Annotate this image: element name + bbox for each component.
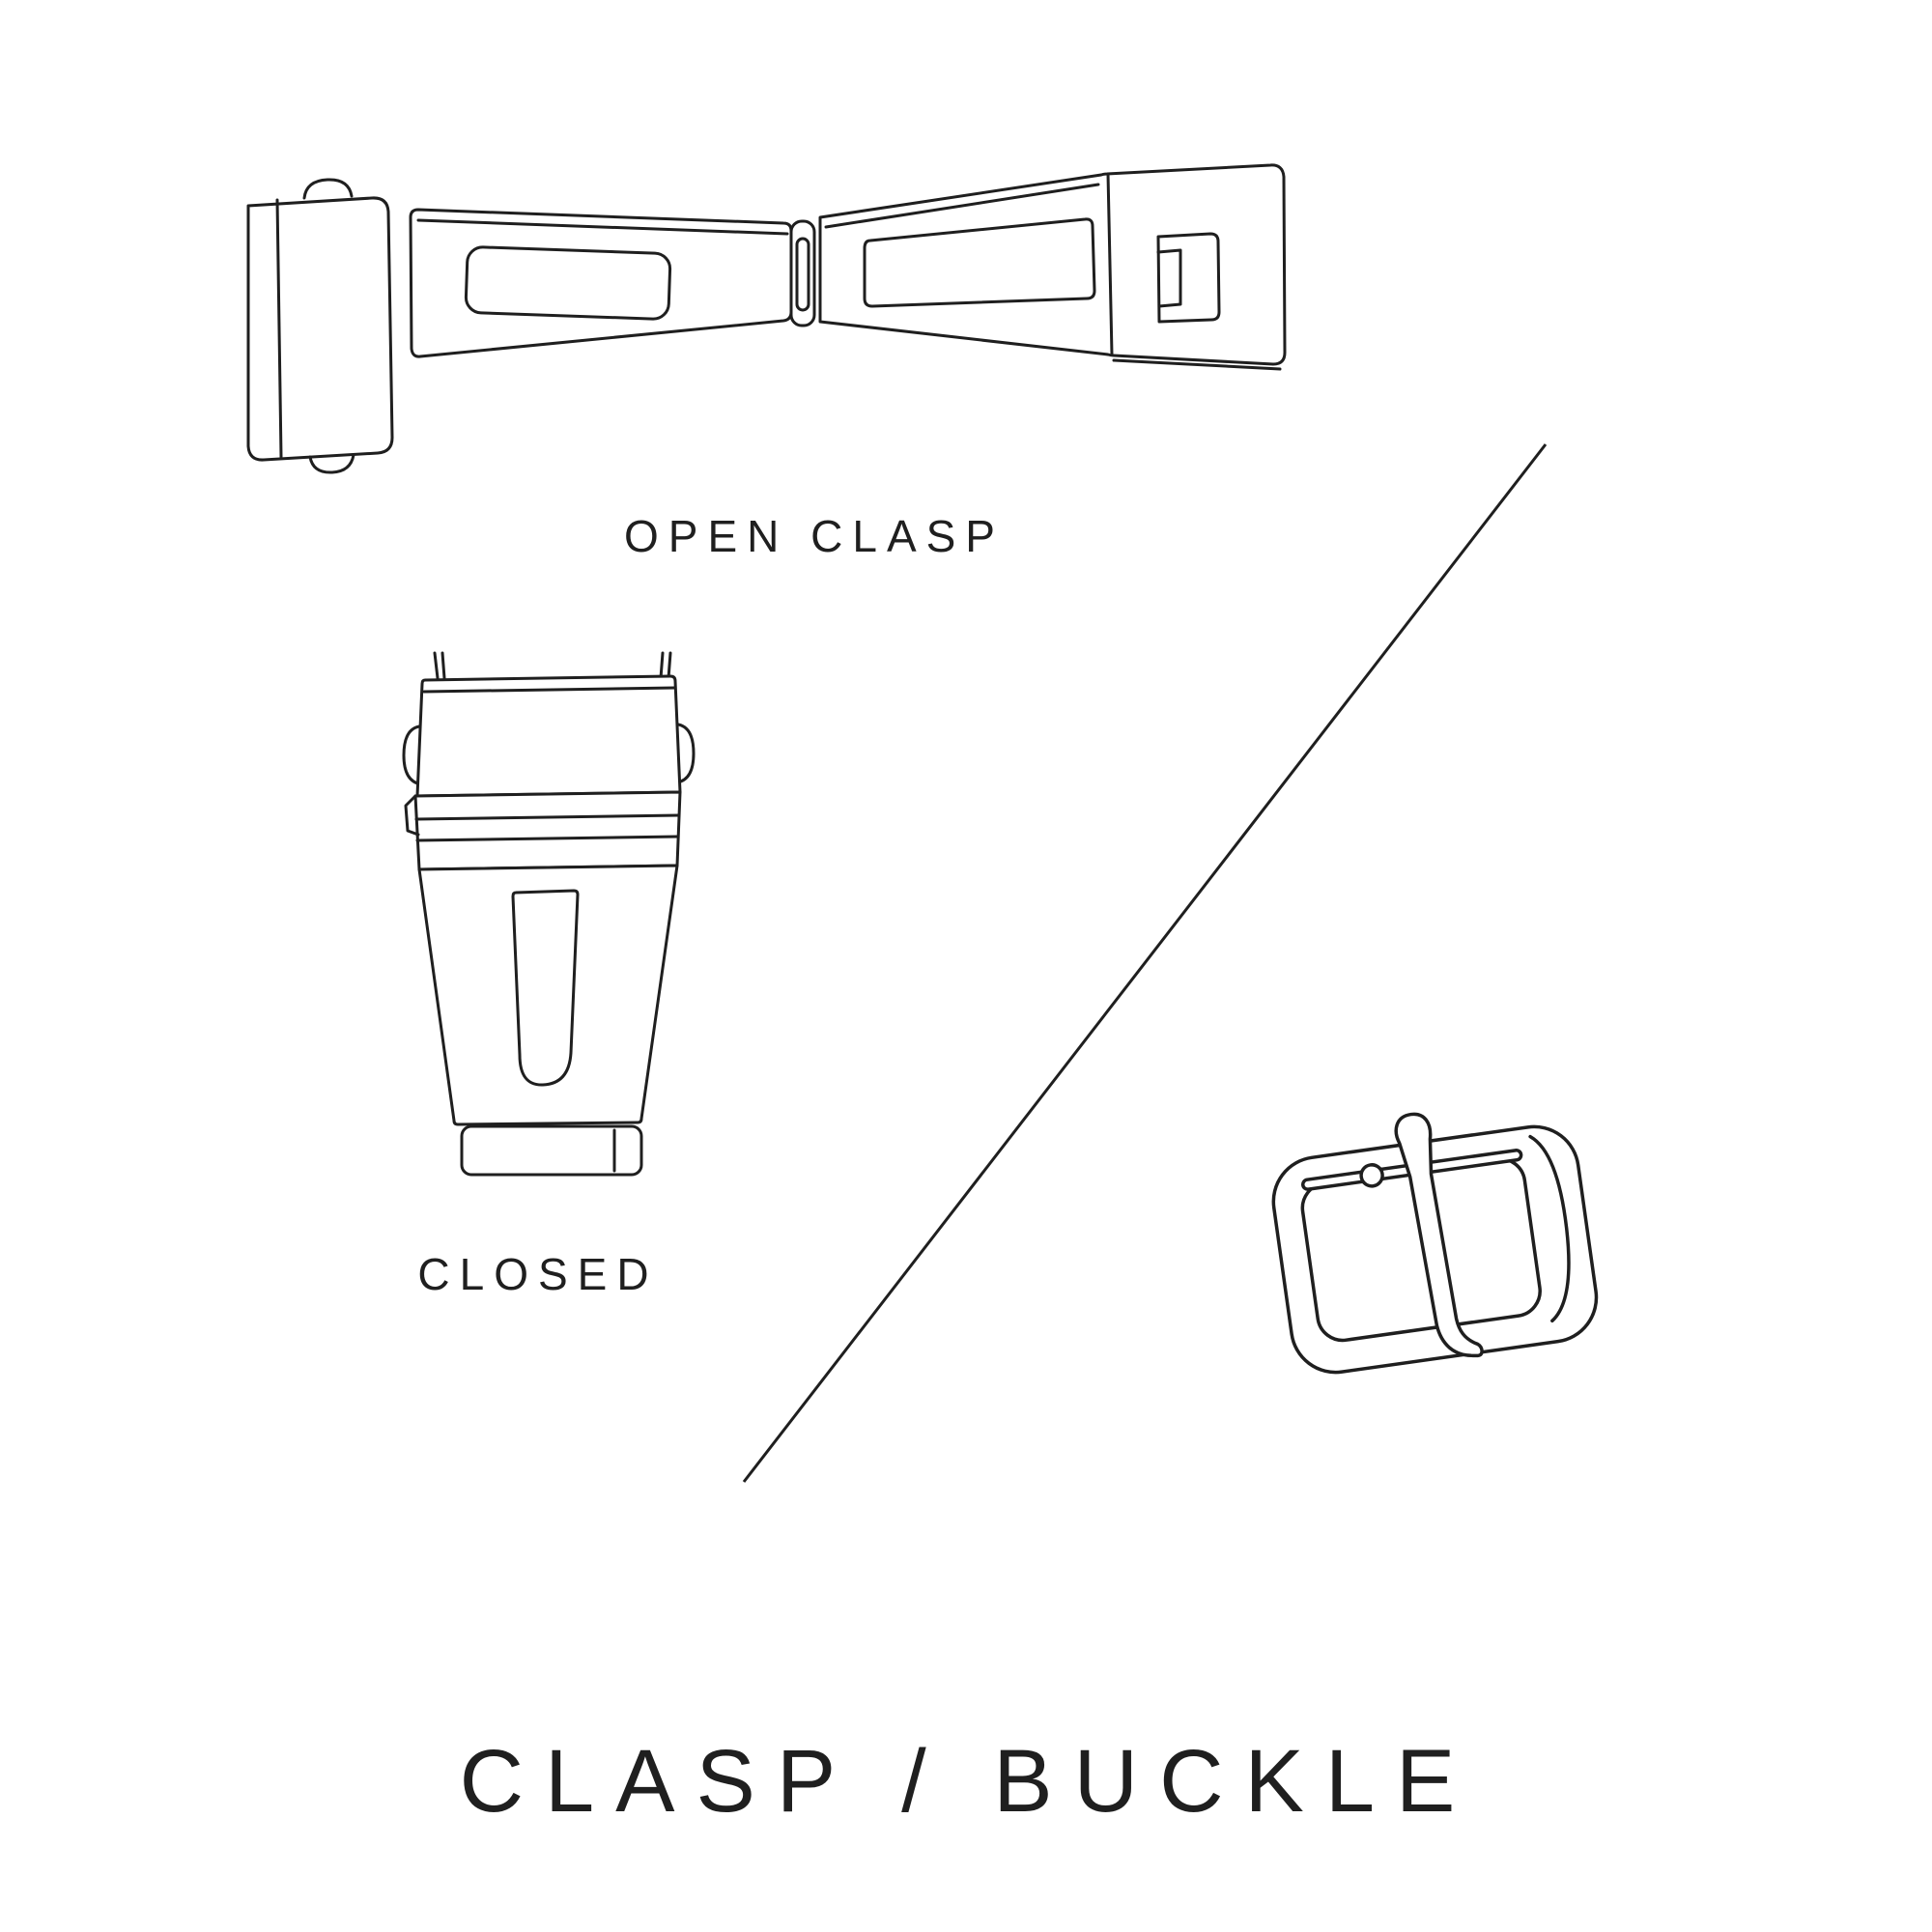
caption-open-clasp: OPEN CLASP: [624, 511, 1005, 561]
divider-line-icon: [742, 443, 1548, 1483]
closed-clasp-illustration: [384, 649, 703, 1209]
page-title: CLASP / BUCKLE: [459, 1732, 1477, 1831]
open-clasp-illustration: [227, 159, 1294, 493]
caption-closed: CLOSED: [417, 1249, 659, 1299]
closed-clasp-icon: [402, 651, 696, 1177]
tang-buckle-icon: [1271, 1112, 1599, 1375]
open-clasp-icon: [246, 163, 1287, 474]
divider-line: [736, 437, 1552, 1490]
tang-buckle-illustration: [1238, 1080, 1625, 1437]
